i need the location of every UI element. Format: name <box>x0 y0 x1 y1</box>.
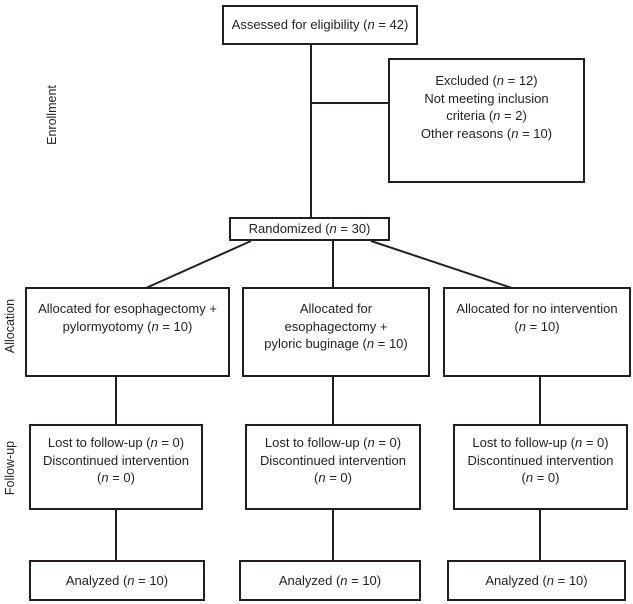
box-assessed-eligibility: Assessed for eligibility (n = 42) <box>222 5 418 45</box>
stage-label-enrollment: Enrollment <box>45 85 59 145</box>
box-randomized: Randomized (n = 30) <box>229 217 390 241</box>
connector-randomized-to-left <box>145 240 252 289</box>
box-allocated-esophagectomy-pylormyotomy: Allocated for esophagectomy +pylormyotom… <box>25 287 230 377</box>
box-analyzed-middle: Analyzed (n = 10) <box>239 560 421 601</box>
stage-label-followup: Follow-up <box>3 440 17 496</box>
box-followup-left: Lost to follow-up (n = 0)Discontinued in… <box>29 424 203 510</box>
box-analyzed-right: Analyzed (n = 10) <box>447 560 626 601</box>
connector-randomized-to-right <box>370 240 513 289</box>
box-allocated-no-intervention: Allocated for no intervention(n = 10) <box>443 287 631 377</box>
box-analyzed-left: Analyzed (n = 10) <box>29 560 205 601</box>
stage-label-allocation: Allocation <box>3 298 17 354</box>
box-followup-right: Lost to follow-up (n = 0)Discontinued in… <box>453 424 628 510</box>
box-followup-middle: Lost to follow-up (n = 0)Discontinued in… <box>245 424 421 510</box>
